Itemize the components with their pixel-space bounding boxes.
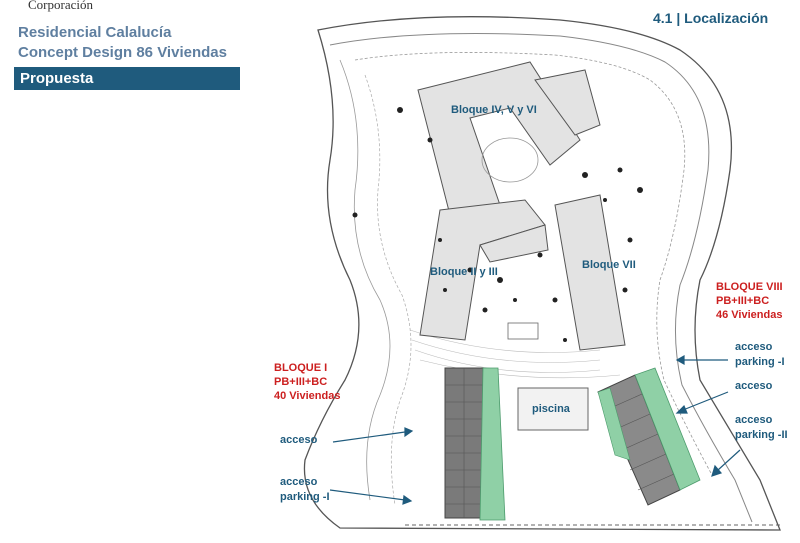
garden-roundabout — [481, 137, 539, 183]
proposal-banner: Propuesta — [14, 67, 240, 90]
building-bloque-vii — [554, 194, 626, 351]
label-bloque-ii-iii: Bloque II y III — [430, 266, 498, 278]
road-inner — [354, 52, 713, 476]
label-acceso-parking-ii-1: acceso — [735, 414, 773, 426]
road-left-2 — [364, 74, 412, 506]
label-acceso-left: acceso — [280, 434, 318, 446]
road-outer — [329, 32, 753, 523]
label-acceso-parking-ii-2: parking -II — [735, 429, 788, 441]
label-acceso-parking-left-1: acceso — [280, 476, 318, 488]
section-title: 4.1 | Localización — [653, 10, 769, 26]
building-bloque-iv-v-vi-wing — [534, 69, 601, 136]
label-acceso-parking-left-2: parking -I — [280, 491, 330, 503]
bloque-viii-info: BLOQUE VIII PB+III+BC 46 Viviendas — [716, 281, 783, 321]
label-piscina: piscina — [532, 403, 570, 415]
label-acceso-right: acceso — [735, 380, 773, 392]
court-small — [507, 322, 539, 340]
label-acceso-parking-right-2: parking -I — [735, 356, 785, 368]
building-bloque-ii-iii-wing — [479, 224, 549, 263]
green-strip-left — [479, 367, 506, 521]
pool-area — [517, 387, 589, 431]
label-bloque-vii: Bloque VII — [582, 259, 636, 271]
project-title: Residencial Calalucía — [18, 24, 172, 41]
green-triangle — [597, 387, 631, 461]
project-subtitle: Concept Design 86 Viviendas — [18, 44, 227, 61]
site-boundary — [303, 16, 781, 531]
trees — [352, 107, 643, 342]
road-left — [339, 59, 391, 501]
company-name: Corporación — [28, 0, 93, 12]
label-bloque-iv-v-vi: Bloque IV, V y VI — [451, 104, 537, 116]
bloque-i-info: BLOQUE I PB+III+BC 40 Viviendas — [274, 362, 341, 402]
label-acceso-parking-right-1: acceso — [735, 341, 773, 353]
green-strip-right — [634, 367, 701, 491]
